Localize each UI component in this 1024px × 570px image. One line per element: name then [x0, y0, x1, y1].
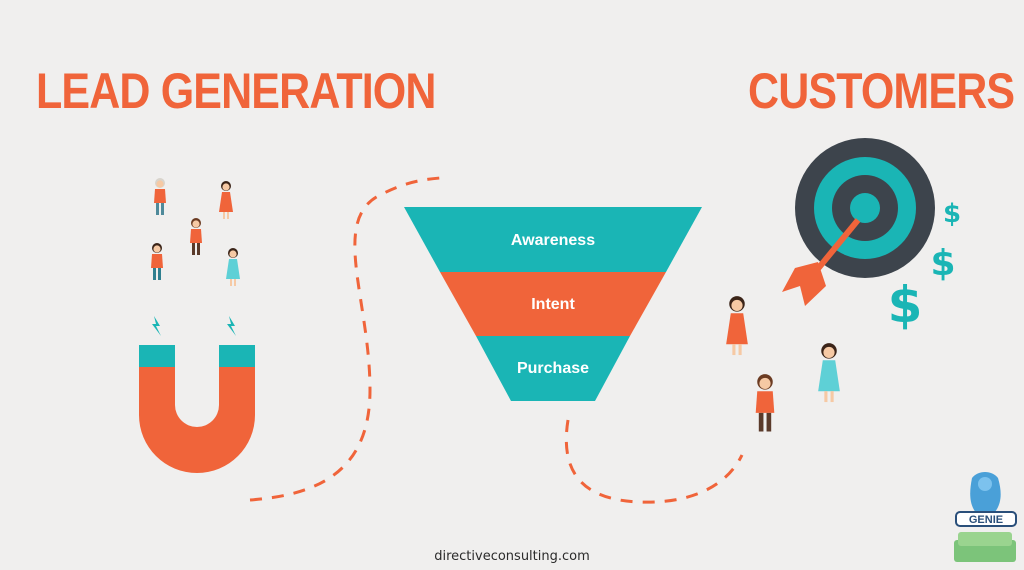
funnel-label-awareness: Awareness	[511, 232, 595, 249]
dollar-icon: $	[888, 276, 923, 334]
person-icon	[190, 218, 202, 255]
funnel-label-intent: Intent	[531, 296, 575, 313]
footer-url: directiveconsulting.com	[434, 549, 590, 564]
customers-heading: CUSTOMERS	[748, 63, 1015, 119]
funnel-label-purchase: Purchase	[517, 360, 589, 377]
magnet-icon	[139, 316, 255, 473]
person-icon	[226, 248, 240, 286]
funnel-stage-awareness	[404, 207, 702, 272]
genie-logo-label: GENIE	[969, 514, 1003, 526]
person-icon	[818, 343, 840, 403]
genie-logo: GENIE	[954, 472, 1017, 562]
person-icon	[755, 374, 775, 432]
customer-people	[726, 296, 840, 432]
connector-path-right	[564, 419, 744, 504]
person-icon	[219, 181, 233, 219]
spark-icon	[152, 316, 161, 336]
lead-generation-heading: LEAD GENERATION	[36, 63, 436, 119]
funnel-stage-intent	[440, 272, 666, 336]
dollar-icon: $	[943, 199, 961, 229]
lead-people	[151, 178, 240, 286]
person-icon	[151, 243, 163, 280]
funnel: Awareness Intent Purchase	[404, 207, 702, 401]
person-icon	[154, 178, 166, 215]
connector-path-left	[249, 176, 441, 502]
person-icon	[726, 296, 748, 356]
dollar-icon: $	[930, 243, 955, 284]
target-icon	[782, 138, 935, 306]
spark-icon	[227, 316, 236, 336]
funnel-stage-purchase	[476, 336, 630, 401]
